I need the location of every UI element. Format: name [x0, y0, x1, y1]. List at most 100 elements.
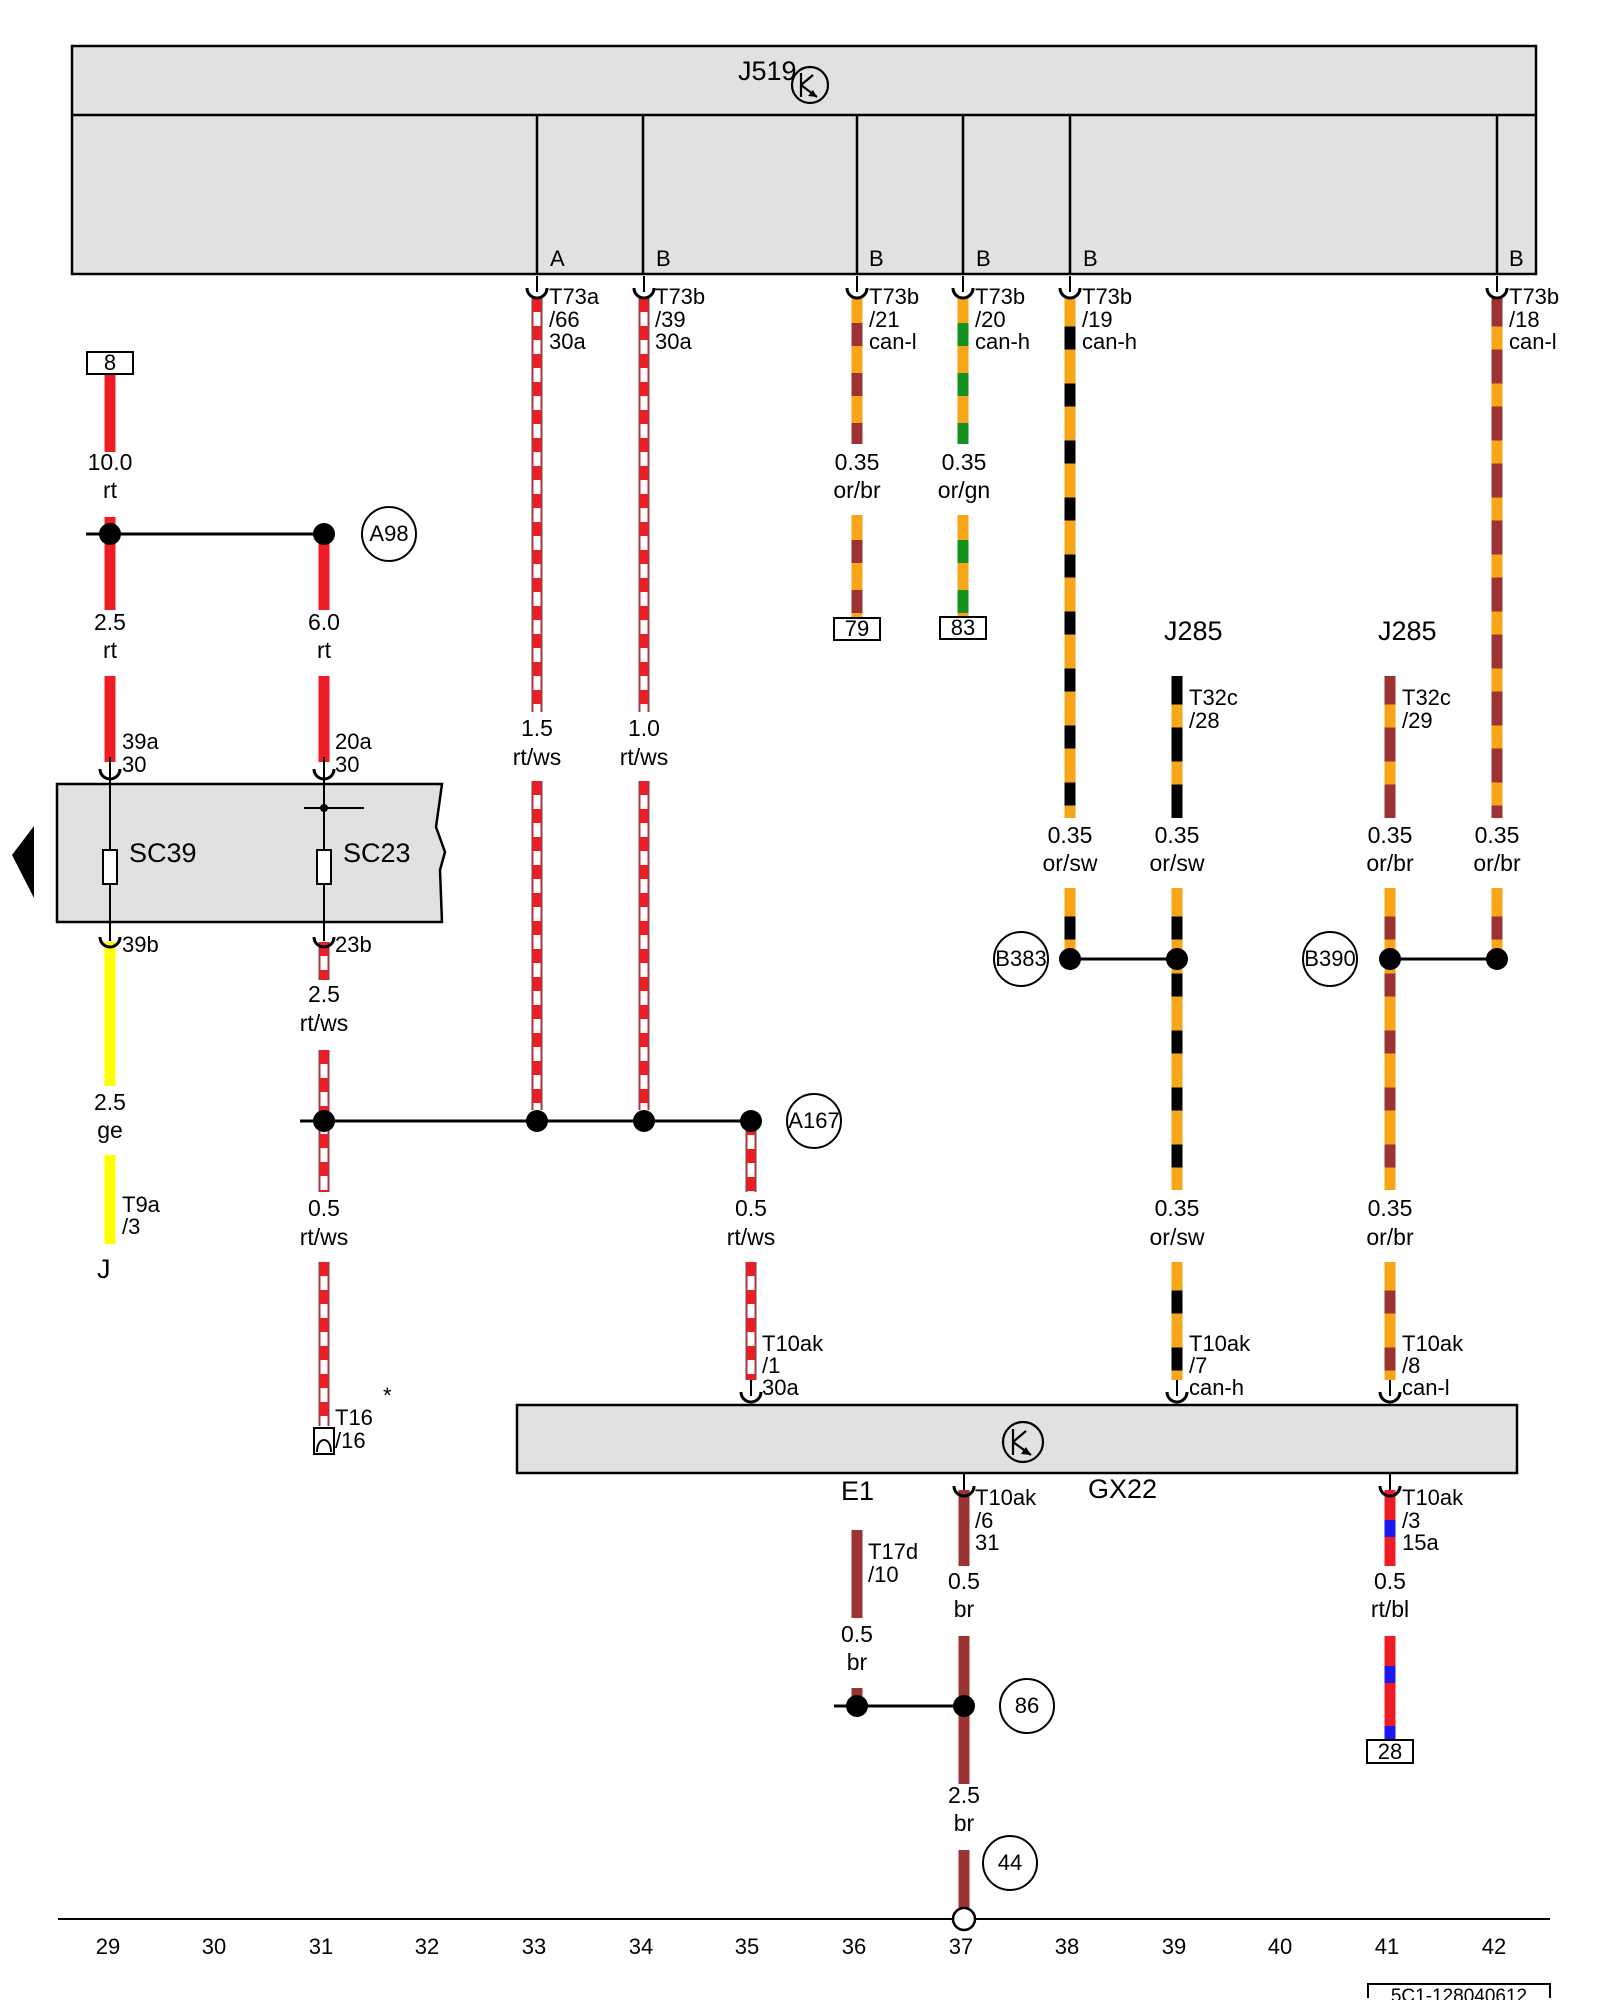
svg-text:20a: 20a	[335, 729, 372, 754]
junction-dot	[953, 1695, 975, 1717]
svg-text:can-l: can-l	[1402, 1375, 1450, 1400]
svg-text:T10ak: T10ak	[1189, 1331, 1251, 1356]
fuse-holder: SC39 SC23	[12, 767, 447, 930]
connector-t10ak-6: T10ak/631	[975, 1485, 1037, 1555]
svg-text:br: br	[847, 1649, 868, 1675]
wire-label-8: 10.0rt	[88, 449, 133, 503]
svg-text:/19: /19	[1082, 307, 1113, 332]
svg-text:2.5: 2.5	[948, 1782, 980, 1808]
svg-text:1.5: 1.5	[521, 715, 553, 741]
svg-text:/1: /1	[762, 1353, 780, 1378]
svg-text:10.0: 10.0	[88, 449, 133, 475]
svg-text:0.5: 0.5	[735, 1195, 767, 1221]
connector-pin-icon	[98, 925, 122, 949]
wire-label: 0.5rt/ws	[727, 1195, 776, 1250]
svg-text:T73b: T73b	[1082, 284, 1132, 309]
svg-text:rt/bl: rt/bl	[1371, 1596, 1409, 1622]
wire-label: 2.5rt	[94, 609, 126, 663]
wire-label: 0.5br	[948, 1568, 980, 1622]
grid-number: 30	[202, 1934, 226, 1959]
junction-dot	[633, 1110, 655, 1132]
connector-pin-icon	[1058, 276, 1082, 300]
grid-number: 42	[1482, 1934, 1506, 1959]
svg-text:0.35: 0.35	[942, 449, 987, 475]
svg-text:br: br	[954, 1596, 975, 1622]
wire-label: 2.5rt/ws	[300, 981, 349, 1036]
connector-t16-16: T16/16	[335, 1405, 373, 1453]
pin-label: B	[1509, 246, 1524, 271]
svg-text:28: 28	[1378, 1739, 1402, 1764]
svg-text:or/sw: or/sw	[1043, 850, 1098, 876]
svg-text:or/sw: or/sw	[1150, 850, 1205, 876]
pin-label: B	[656, 246, 671, 271]
junction-dot	[313, 1110, 335, 1132]
wire-label: 6.0rt	[308, 609, 340, 663]
svg-text:0.35: 0.35	[1475, 822, 1520, 848]
svg-text:0.5: 0.5	[308, 1195, 340, 1221]
svg-text:/39: /39	[655, 307, 686, 332]
svg-text:or/sw: or/sw	[1150, 1224, 1205, 1250]
svg-text:0.5: 0.5	[1374, 1568, 1406, 1594]
svg-text:T17d: T17d	[868, 1539, 918, 1564]
connector-pin-icon	[952, 1474, 976, 1498]
ground-point-a167: A167	[786, 1093, 842, 1149]
wire-label: 1.0rt/ws	[620, 715, 669, 770]
ground-point-b383: B383	[993, 931, 1049, 987]
footnote-star: *	[383, 1383, 392, 1408]
svg-text:0.5: 0.5	[841, 1621, 873, 1647]
arrow-left-icon	[12, 826, 34, 898]
svg-text:T32c: T32c	[1189, 685, 1238, 710]
wire-label: 1.5rt/ws	[513, 715, 562, 770]
wire-label: 2.5ge	[94, 1089, 126, 1143]
svg-text:79: 79	[845, 616, 869, 641]
svg-text:2.5: 2.5	[308, 981, 340, 1007]
reference-boxes: 8 79 83 28	[86, 350, 1414, 1764]
connector-pin-icon	[312, 925, 336, 949]
j519-label: J519	[738, 56, 797, 86]
svg-text:0.35: 0.35	[1048, 822, 1093, 848]
wire-segment	[745, 1262, 757, 1380]
grid-number: 36	[842, 1934, 866, 1959]
svg-text:/66: /66	[549, 307, 580, 332]
svg-text:8: 8	[104, 350, 116, 375]
fuse-label: SC23	[343, 838, 411, 868]
svg-text:can-h: can-h	[1189, 1375, 1244, 1400]
ground-point-86: 86	[999, 1678, 1055, 1734]
grid-number: 33	[522, 1934, 546, 1959]
junction-dot	[1166, 948, 1188, 970]
grid-number: 38	[1055, 1934, 1079, 1959]
connector-pin-icon	[845, 276, 869, 300]
gx22-module	[515, 1403, 1519, 1475]
junction-dot	[740, 1110, 762, 1132]
svg-text:rt/ws: rt/ws	[620, 744, 669, 770]
grid-number: 35	[735, 1934, 759, 1959]
wire-label: 0.5br	[841, 1621, 873, 1675]
svg-text:rt: rt	[103, 637, 118, 663]
ground-point-a98: A98	[361, 506, 417, 562]
svg-text:T10ak: T10ak	[762, 1331, 824, 1356]
svg-text:83: 83	[951, 615, 975, 640]
connector-t9a-3: T9a/3	[122, 1192, 161, 1239]
reference-box-28: 28	[1366, 1739, 1414, 1764]
connector-pin-icon	[632, 276, 656, 300]
wire-segment	[638, 298, 650, 712]
bus-lines	[58, 532, 1550, 1920]
svg-text:T10ak: T10ak	[1402, 1485, 1464, 1510]
svg-text:can-h: can-h	[975, 329, 1030, 354]
svg-text:B383: B383	[995, 946, 1046, 971]
j285-label: J285	[1378, 616, 1437, 646]
grid-number: 34	[629, 1934, 653, 1959]
svg-text:rt/ws: rt/ws	[300, 1224, 349, 1250]
svg-text:0.35: 0.35	[1368, 1195, 1413, 1221]
svg-text:30a: 30a	[762, 1375, 799, 1400]
